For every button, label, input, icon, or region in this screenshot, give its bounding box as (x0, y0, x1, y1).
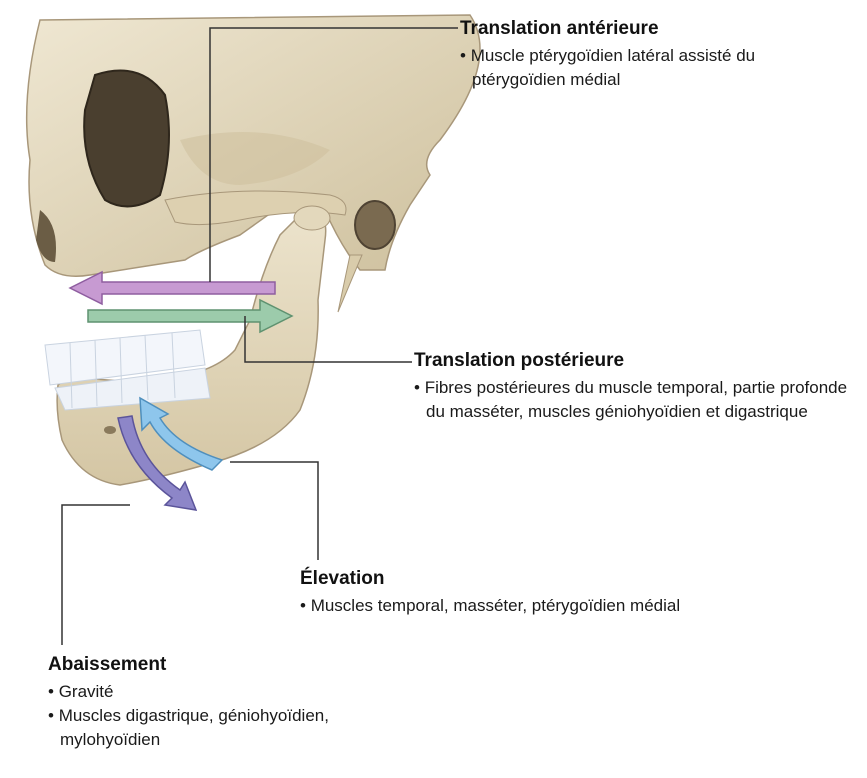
leader-elevation (230, 462, 318, 560)
anterior-translation-arrow (70, 272, 275, 304)
posterior-translation-annotation: Translation postérieure Fibres postérieu… (414, 350, 864, 424)
depression-bullet-gravity: Gravité (48, 680, 408, 704)
posterior-translation-title: Translation postérieure (414, 350, 864, 372)
anterior-translation-bullet: Muscle ptérygoïdien latéral assisté du p… (460, 44, 850, 92)
styloid-process (338, 255, 362, 312)
skull-illustration (27, 15, 480, 312)
depression-bullet-muscles: Muscles digastrique, géniohyoïdien, mylo… (48, 704, 408, 752)
posterior-translation-arrow (88, 300, 292, 332)
anterior-translation-title: Translation antérieure (460, 18, 850, 40)
depression-annotation: Abaissement Gravité Muscles digastrique,… (48, 654, 408, 752)
elevation-title: Élevation (300, 568, 700, 590)
depression-title: Abaissement (48, 654, 408, 676)
elevation-bullet: Muscles temporal, masséter, ptérygoïdien… (300, 594, 700, 618)
posterior-translation-bullet: Fibres postérieures du muscle temporal, … (414, 376, 864, 424)
condyle (294, 206, 330, 230)
leader-depression (62, 505, 130, 645)
orbit (84, 71, 169, 207)
teeth (45, 330, 210, 410)
elevation-annotation: Élevation Muscles temporal, masséter, pt… (300, 568, 700, 618)
anterior-translation-annotation: Translation antérieure Muscle ptérygoïdi… (460, 18, 850, 92)
ear-canal (355, 201, 395, 249)
mental-foramen (104, 426, 116, 434)
